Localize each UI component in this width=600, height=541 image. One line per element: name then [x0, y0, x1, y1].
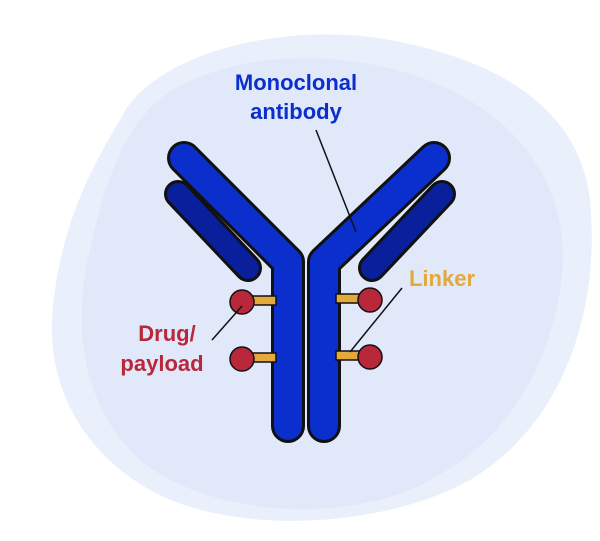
linker-leader-line — [349, 287, 403, 353]
drug-label-line1: Drug/ — [138, 321, 195, 346]
drug-leader-line — [211, 305, 243, 341]
leader-lines — [211, 129, 403, 353]
drug-payloads — [229, 287, 383, 372]
drug-payload-top-left — [229, 289, 255, 315]
labels: Monoclonal antibody Linker Drug/ payload — [120, 70, 475, 376]
drug-payload-top-right — [357, 287, 383, 313]
drug-payload-bottom-right — [357, 344, 383, 370]
monoclonal-antibody-shape — [164, 141, 456, 443]
linker-label: Linker — [409, 266, 475, 291]
antibody-label-line2: antibody — [250, 99, 342, 124]
antibody-label-line1: Monoclonal — [235, 70, 357, 95]
drug-payload-bottom-left — [229, 346, 255, 372]
drug-label-line2: payload — [120, 351, 203, 376]
antibody-leader-line — [315, 129, 357, 233]
